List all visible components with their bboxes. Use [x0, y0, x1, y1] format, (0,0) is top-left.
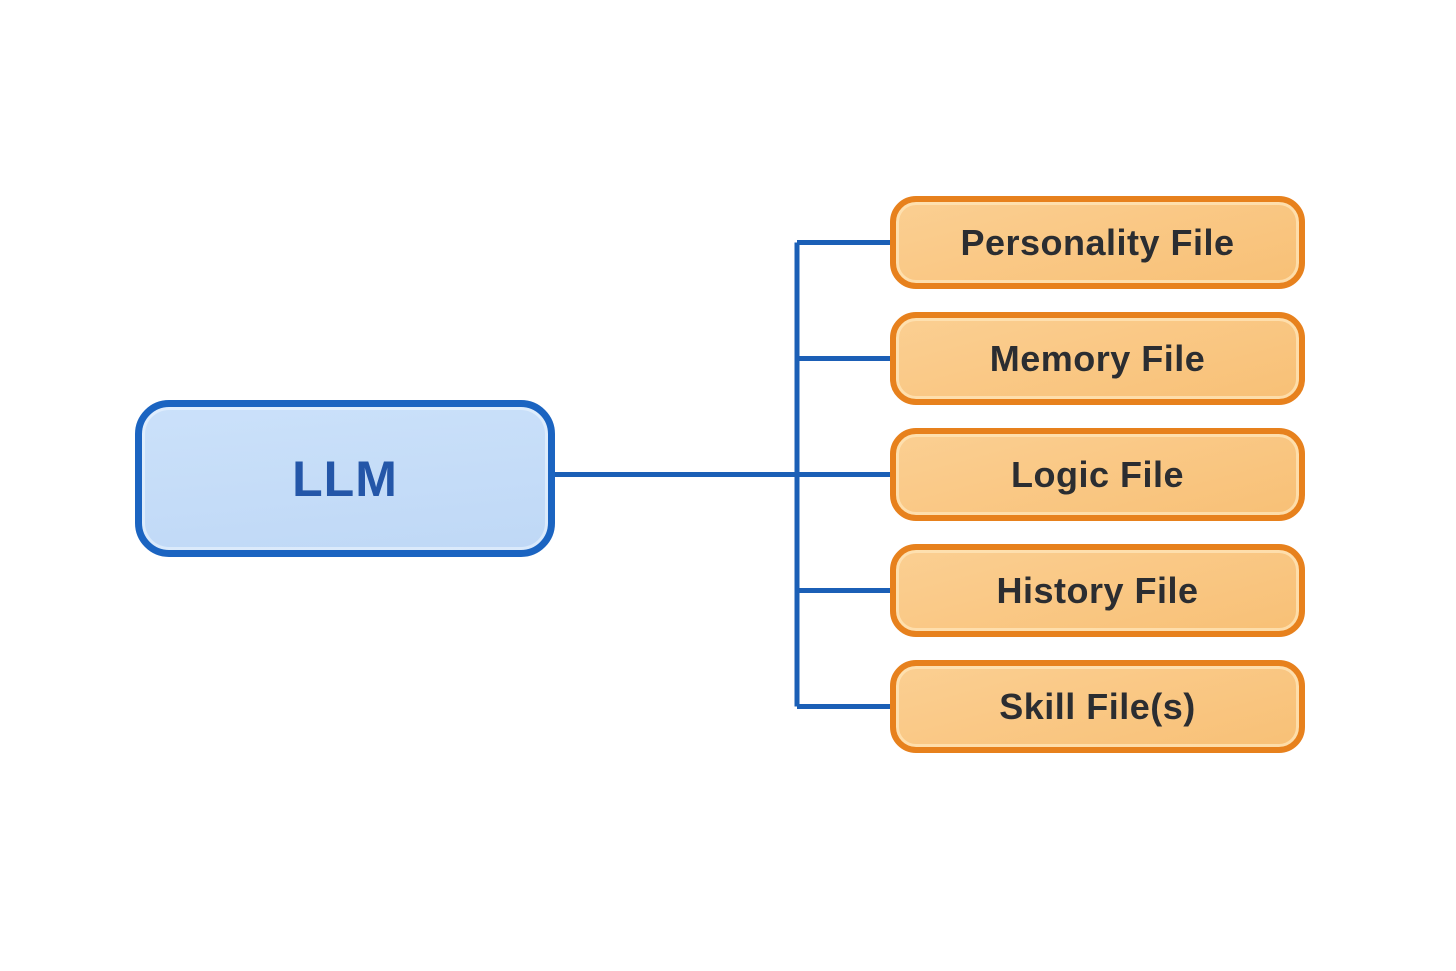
node-llm-label: LLM: [292, 450, 398, 507]
node-skill-files-label: Skill File(s): [999, 685, 1196, 727]
node-llm: LLM: [135, 400, 555, 557]
node-personality-file-label: Personality File: [960, 221, 1235, 263]
node-skill-files: Skill File(s): [890, 660, 1305, 753]
node-history-file: History File: [890, 544, 1305, 637]
node-logic-file: Logic File: [890, 428, 1305, 521]
node-memory-file-label: Memory File: [989, 337, 1206, 379]
node-history-file-label: History File: [996, 569, 1199, 611]
node-logic-file-label: Logic File: [1010, 453, 1184, 495]
node-personality-file: Personality File: [890, 196, 1305, 289]
node-memory-file: Memory File: [890, 312, 1305, 405]
